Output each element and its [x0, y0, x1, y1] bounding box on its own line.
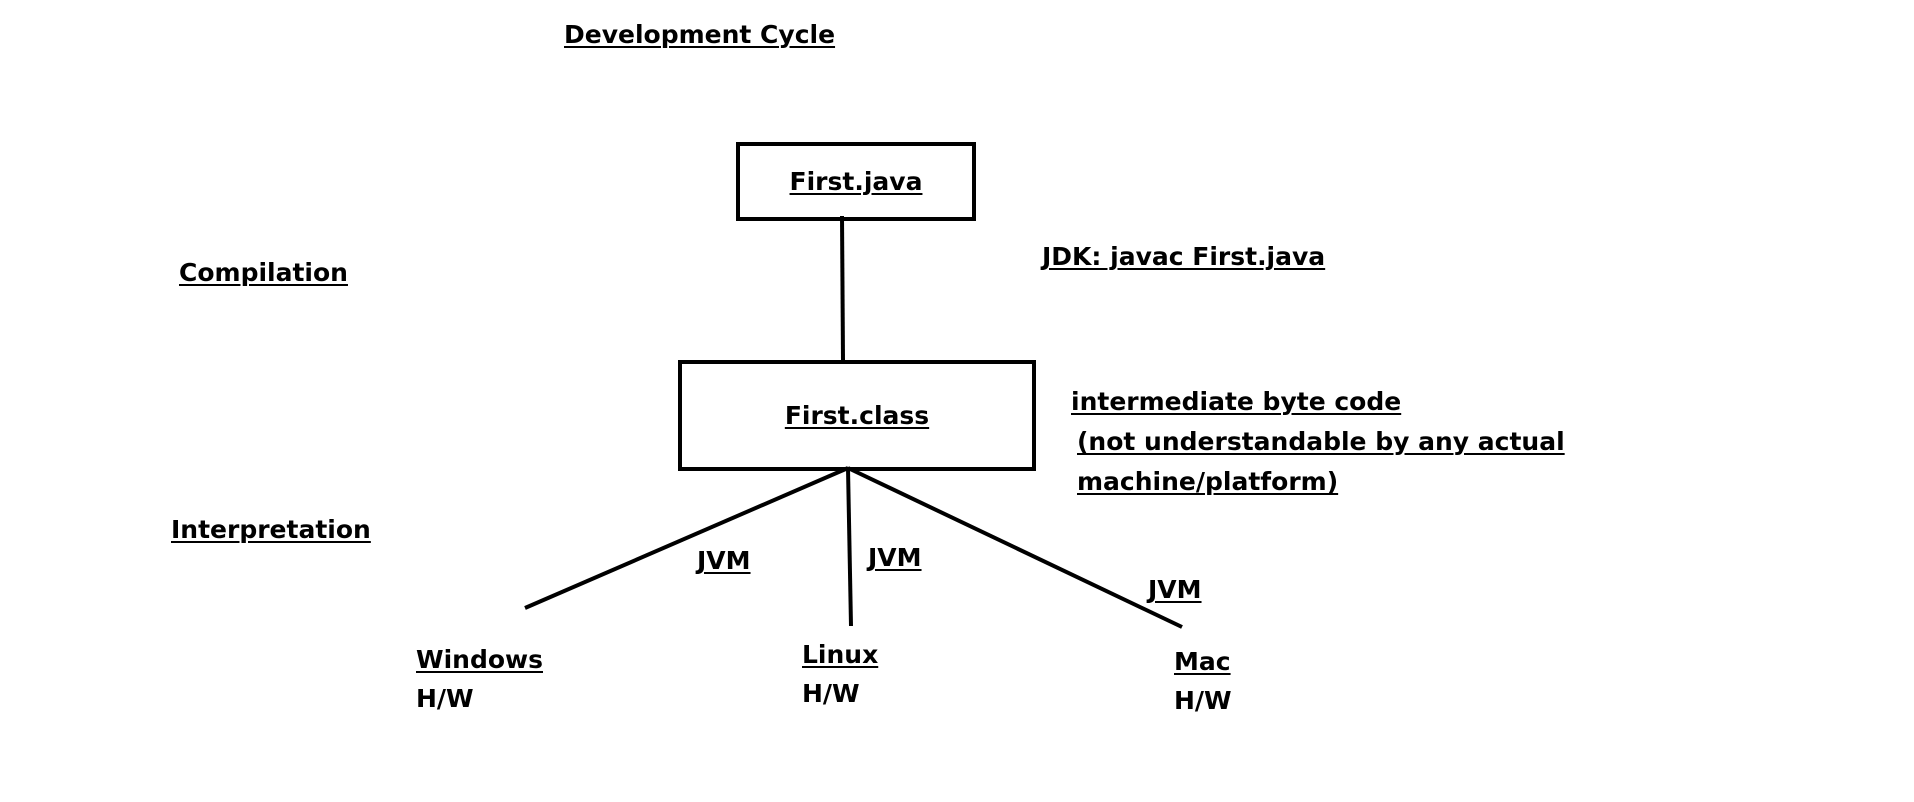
java-to-class-connector — [840, 215, 845, 361]
bytecode-note-line1: intermediate byte code — [1071, 387, 1402, 416]
class-file-label: First.class — [784, 401, 930, 430]
jvm-label-linux: JVM — [868, 543, 922, 572]
platform-mac-name: Mac — [1174, 647, 1231, 676]
bytecode-note-line3: machine/platform) — [1077, 467, 1339, 496]
platform-linux-name: Linux — [802, 640, 879, 669]
platform-windows-name: Windows — [416, 645, 543, 674]
jvm-label-mac: JVM — [1148, 575, 1202, 604]
platform-windows-hw: H/W — [416, 684, 474, 713]
platform-mac-hw: H/W — [1174, 686, 1232, 715]
class-to-linux-connector — [846, 467, 853, 627]
source-file-box: First.java — [736, 142, 976, 221]
diagram-title: Development Cycle — [564, 20, 836, 49]
platform-linux-hw: H/W — [802, 679, 860, 708]
compile-command-label: JDK: javac First.java — [1042, 242, 1326, 271]
interpretation-label: Interpretation — [171, 515, 371, 544]
class-to-windows-connector — [524, 466, 849, 610]
class-to-mac-connector — [847, 466, 1183, 629]
class-file-box: First.class — [678, 360, 1036, 471]
source-file-label: First.java — [789, 167, 923, 196]
jvm-label-windows: JVM — [697, 546, 751, 575]
bytecode-note-line2: (not understandable by any actual — [1077, 427, 1565, 456]
compilation-label: Compilation — [179, 258, 348, 287]
